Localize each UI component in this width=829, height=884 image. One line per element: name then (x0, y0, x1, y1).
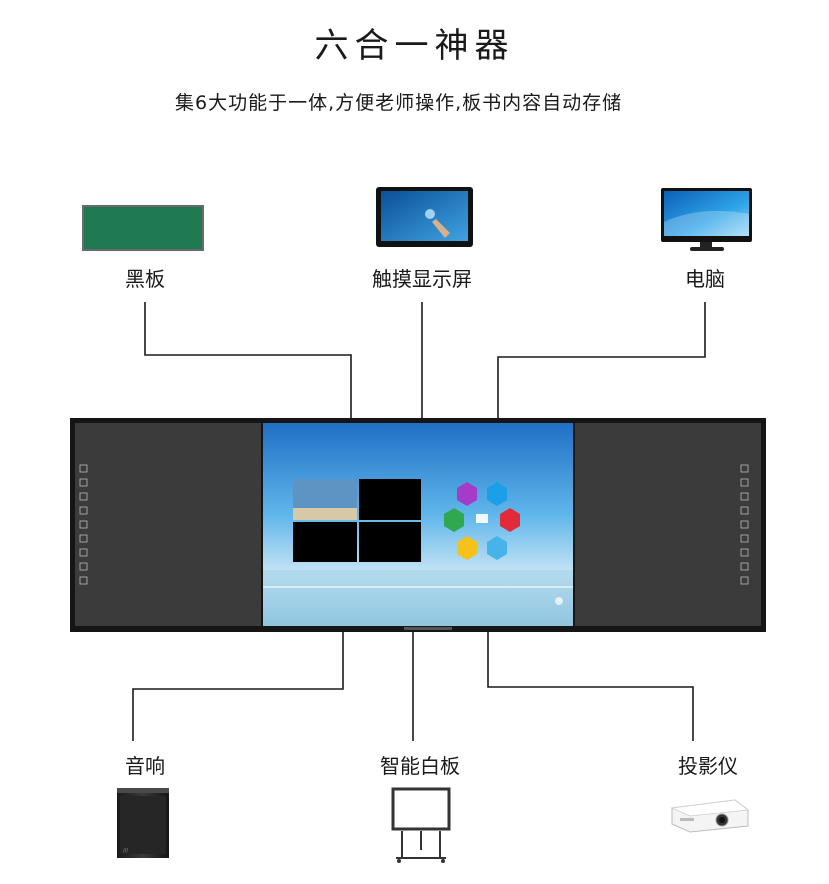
page-subtitle: 集6大功能于一体,方便老师操作,板书内容自动存储 (175, 92, 623, 114)
interactive-board (70, 418, 766, 632)
tile-4 (359, 522, 421, 562)
app-icons (444, 482, 520, 560)
smart-whiteboard-icon (391, 787, 451, 863)
label-smart-whiteboard: 智能白板 (380, 754, 460, 778)
speaker-icon: /// (117, 788, 169, 858)
blackboard-icon (82, 205, 204, 251)
touch-display-icon (376, 187, 473, 247)
label-projector: 投影仪 (678, 754, 738, 778)
connector-blackboard (144, 302, 352, 418)
label-blackboard: 黑板 (125, 267, 165, 291)
svg-text:///: /// (123, 848, 128, 854)
computer-icon (661, 188, 752, 251)
label-speaker: 音响 (125, 754, 165, 778)
left-writing-panel (75, 423, 261, 626)
connector-lines (132, 302, 706, 741)
connector-projector (487, 630, 694, 741)
right-writing-panel (575, 423, 761, 626)
connector-computer (497, 302, 706, 418)
connector-speaker (132, 630, 344, 741)
tile-3 (293, 522, 357, 562)
page-title: 六合一神器 (314, 26, 515, 66)
projector-icon (670, 799, 750, 833)
tile-2 (359, 479, 421, 520)
label-computer: 电脑 (685, 267, 725, 291)
label-touch-display: 触摸显示屏 (372, 267, 472, 291)
